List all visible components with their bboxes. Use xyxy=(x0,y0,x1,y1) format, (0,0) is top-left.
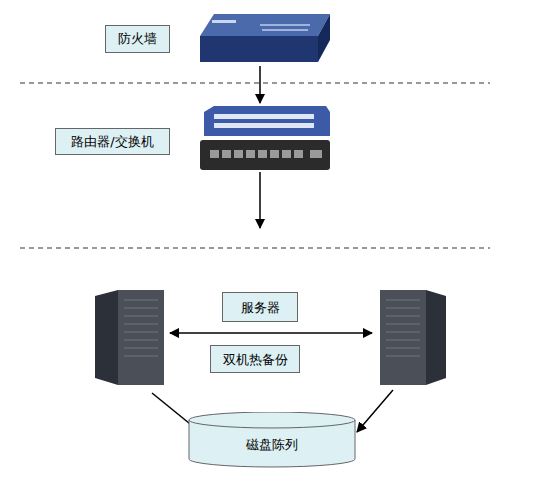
node-label: 双机热备份 xyxy=(211,346,299,374)
router-ports xyxy=(210,150,322,158)
router-port xyxy=(294,150,303,158)
storage-arrow xyxy=(357,390,393,432)
node-label: 路由器/交换机 xyxy=(55,128,170,155)
firewall-led-row xyxy=(262,29,308,31)
server-front xyxy=(380,290,426,385)
server-grille xyxy=(386,300,420,356)
grille-line xyxy=(386,356,420,357)
router-port xyxy=(310,150,322,158)
grille-line xyxy=(124,340,158,341)
server-grille xyxy=(124,300,158,356)
label-box: 服务器 xyxy=(222,292,298,322)
cylinder-body xyxy=(189,412,355,467)
router-switch-node: 路由器/交换机 xyxy=(55,103,330,175)
grille-line xyxy=(124,300,158,301)
dashed-separator xyxy=(20,83,490,84)
disk-array: 磁盘陈列 xyxy=(188,412,356,468)
router-body xyxy=(200,140,330,170)
server-front xyxy=(118,290,164,385)
grille-line xyxy=(124,324,158,325)
grille-line xyxy=(386,308,420,309)
router-port xyxy=(258,150,267,158)
grille-line xyxy=(386,332,420,333)
grille-line xyxy=(124,316,158,317)
firewall-top xyxy=(200,14,330,36)
node-label: 防火墙 xyxy=(105,25,170,53)
cylinder-rim xyxy=(189,420,355,428)
label-box: 双机热备份 xyxy=(210,345,300,373)
grille-line xyxy=(124,348,158,349)
arrow-connector-group xyxy=(260,66,261,103)
node-label: 磁盘陈列 xyxy=(188,424,356,466)
dashed-separator xyxy=(20,248,490,249)
server-side xyxy=(426,290,446,385)
firewall-node: 防火墙 xyxy=(105,10,330,66)
switch-led-row xyxy=(214,123,314,128)
router-port xyxy=(270,150,279,158)
router-port xyxy=(222,150,231,158)
server-side xyxy=(95,290,118,385)
router-port xyxy=(210,150,219,158)
grille-line xyxy=(386,348,420,349)
firewall-side xyxy=(318,14,330,62)
switch-led-row xyxy=(214,114,314,119)
router-port xyxy=(246,150,255,158)
switch-top xyxy=(204,106,330,136)
grille-line xyxy=(124,308,158,309)
grille-line xyxy=(386,316,420,317)
node-label: 服务器 xyxy=(223,293,297,323)
grille-line xyxy=(386,324,420,325)
downlink-arrow xyxy=(259,172,261,228)
router-port xyxy=(234,150,243,158)
hot-backup-arrow xyxy=(170,332,372,334)
router-port xyxy=(282,150,291,158)
firewall-logo-mark xyxy=(212,20,236,23)
arrow-connector xyxy=(259,66,261,103)
grille-line xyxy=(124,332,158,333)
firewall-led-row xyxy=(260,24,310,26)
grille-line xyxy=(386,300,420,301)
firewall-front xyxy=(200,36,318,62)
grille-line xyxy=(386,340,420,341)
grille-line xyxy=(124,356,158,357)
